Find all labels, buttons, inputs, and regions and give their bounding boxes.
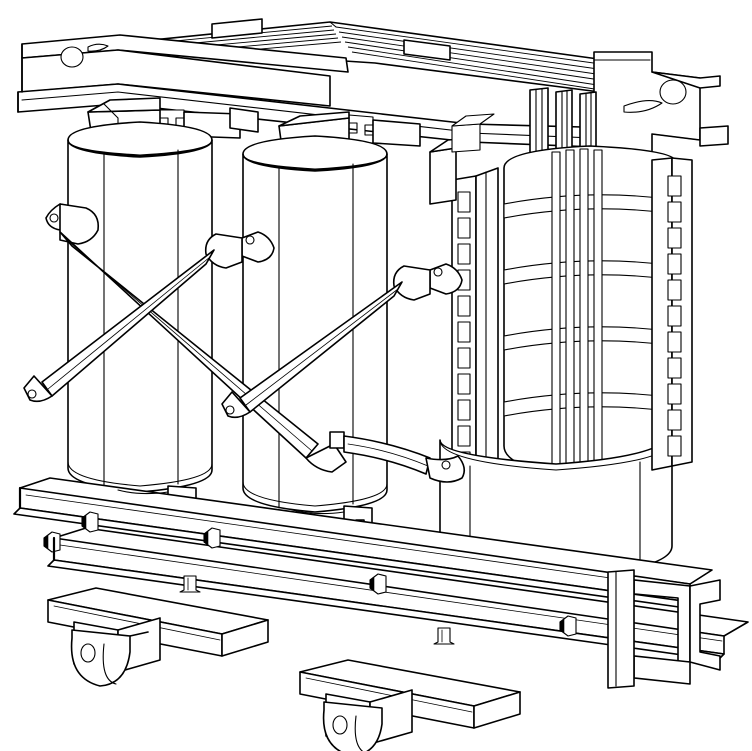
coil-base-contact-lines: [117, 489, 345, 515]
base-frame-fasteners: [43, 511, 577, 645]
cross-member-right-end: [633, 579, 721, 685]
clevis-pin-hole-icon: [225, 405, 235, 415]
clevis-pin-hole-icon: [27, 389, 37, 399]
core-clamp-channel-right: [651, 157, 693, 471]
bolt-head-icon: [559, 615, 577, 637]
channel-perforation-slots: [667, 175, 682, 457]
tie-rod-4: [329, 431, 466, 483]
bolt-nut-icon: [433, 627, 455, 645]
bolt-head-icon: [369, 573, 387, 595]
bolt-head-icon: [203, 527, 221, 549]
channel-perforation-slots: [457, 191, 471, 473]
upper-right-bracket: [429, 113, 495, 205]
clevis-pin-hole-icon: [49, 213, 59, 223]
clevis-pin-hole-icon: [441, 460, 451, 470]
end-clamp-plate: [593, 51, 729, 176]
tie-rod-3: [221, 263, 463, 419]
base-frame-lower-channel: [47, 527, 749, 661]
frame-edge-accents: [18, 486, 749, 637]
lifting-lug-icon: [623, 100, 663, 113]
tie-rod-braces: [23, 203, 466, 483]
lifting-lug-slot-icon: [87, 43, 109, 52]
bolt-head-icon: [81, 511, 99, 533]
clevis-pin-hole-icon: [245, 235, 255, 245]
bolt-head-icon: [43, 531, 61, 553]
lifting-hole-icon: [60, 46, 84, 68]
bolt-hole-icon: [659, 79, 687, 105]
roller-axle-hole-icon: [80, 643, 96, 663]
roller-axle-hole-icon: [332, 715, 348, 735]
roller-wheel-2: [322, 701, 383, 751]
roller-wheel-1: [70, 629, 149, 687]
core-clamp-channel-left: [451, 167, 499, 487]
bolt-nut-icon: [179, 575, 201, 593]
tie-rod-2: [23, 231, 275, 403]
right-standoff-plate: [607, 569, 635, 689]
clevis-pin-hole-icon: [433, 267, 443, 277]
